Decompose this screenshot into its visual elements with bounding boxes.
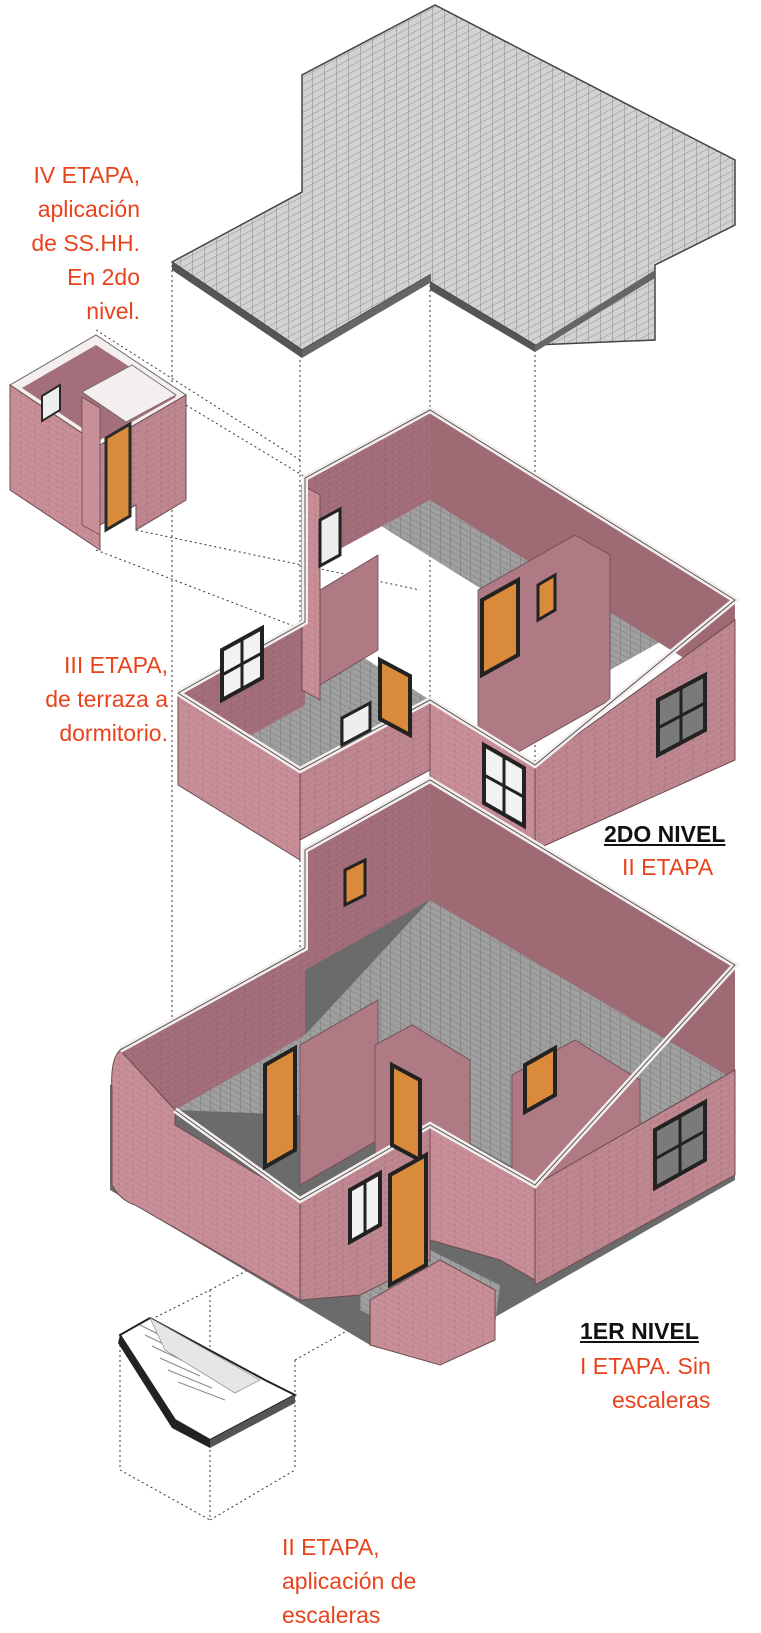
stage-iv-line-3: de SS.HH.	[31, 230, 140, 256]
first-level-model	[110, 776, 740, 1366]
second-level-caption: 2DO NIVEL II ETAPA	[604, 818, 725, 884]
roof-slab	[170, 4, 736, 358]
stage-iii-line-2: de terraza a	[45, 686, 168, 712]
stairs-stage-line-2: aplicación de	[282, 1568, 417, 1594]
stairs-stage-line-1: II ETAPA,	[282, 1534, 380, 1560]
bathroom-module	[9, 334, 187, 551]
stairs-stage-line-3: escaleras	[282, 1602, 381, 1628]
second-level-title: 2DO NIVEL	[604, 821, 726, 847]
first-level-stage-line-2: escaleras	[612, 1387, 711, 1413]
second-level-model	[176, 406, 741, 861]
stage-iv-line-2: aplicación	[37, 196, 140, 222]
stairs-stage-label: II ETAPA, aplicación de escaleras	[282, 1530, 416, 1632]
stage-iii-label: III ETAPA, de terraza a dormitorio.	[10, 648, 168, 750]
stage-iv-line-5: nivel.	[86, 298, 140, 324]
stage-iii-line-1: III ETAPA,	[64, 652, 168, 678]
stage-iv-line-4: En 2do	[67, 264, 140, 290]
stage-iii-line-3: dormitorio.	[59, 720, 168, 746]
stage-iv-line-1: IV ETAPA,	[33, 162, 140, 188]
first-level-title: 1ER NIVEL	[580, 1318, 699, 1344]
first-level-caption: 1ER NIVEL I ETAPA. Sin escaleras	[580, 1315, 711, 1417]
second-level-stage: II ETAPA	[622, 854, 714, 880]
first-level-stage-line-1: I ETAPA. Sin	[580, 1353, 711, 1379]
stage-iv-label: IV ETAPA, aplicación de SS.HH. En 2do ni…	[20, 158, 140, 328]
stairs-model	[118, 1316, 298, 1448]
